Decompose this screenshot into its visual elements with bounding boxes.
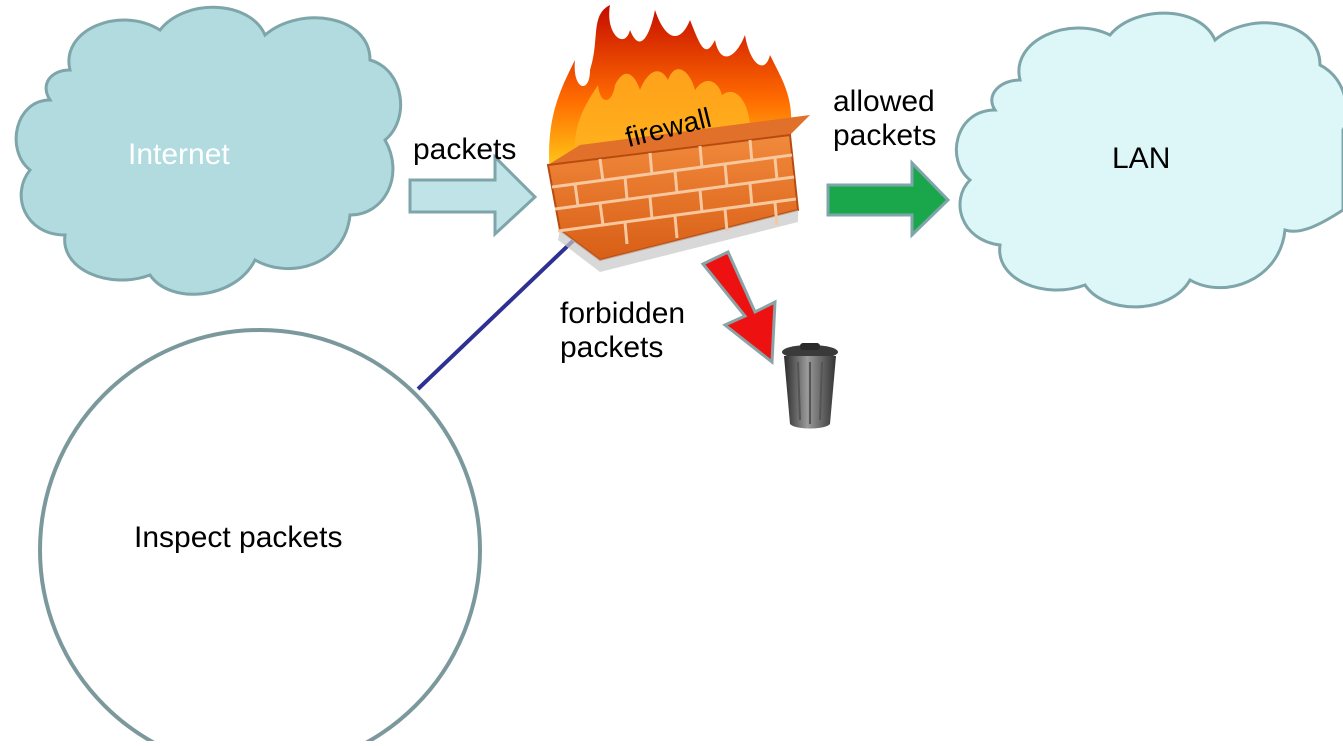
allowed-packets-label: allowed packets [833,85,936,153]
incoming-packets-arrow [408,153,538,238]
trash-can-icon [782,343,838,429]
forbidden-label-line1: forbidden [560,297,686,330]
internet-label: Internet [128,138,230,171]
allowed-label-line2: packets [833,119,937,152]
internet-cloud [14,5,402,296]
forbidden-packets-label: forbidden packets [560,297,685,365]
allowed-label-line1: allowed [833,85,935,118]
inspect-circle [38,328,482,746]
brick-wall-icon [546,115,810,272]
allowed-packets-arrow [826,159,951,239]
lan-label: LAN [1112,142,1171,175]
inspect-packets-label: Inspect packets [134,521,343,554]
forbidden-packets-arrow [700,249,777,365]
incoming-packets-label: packets [413,133,517,166]
forbidden-label-line2: packets [560,331,664,364]
lan-cloud [954,11,1343,309]
